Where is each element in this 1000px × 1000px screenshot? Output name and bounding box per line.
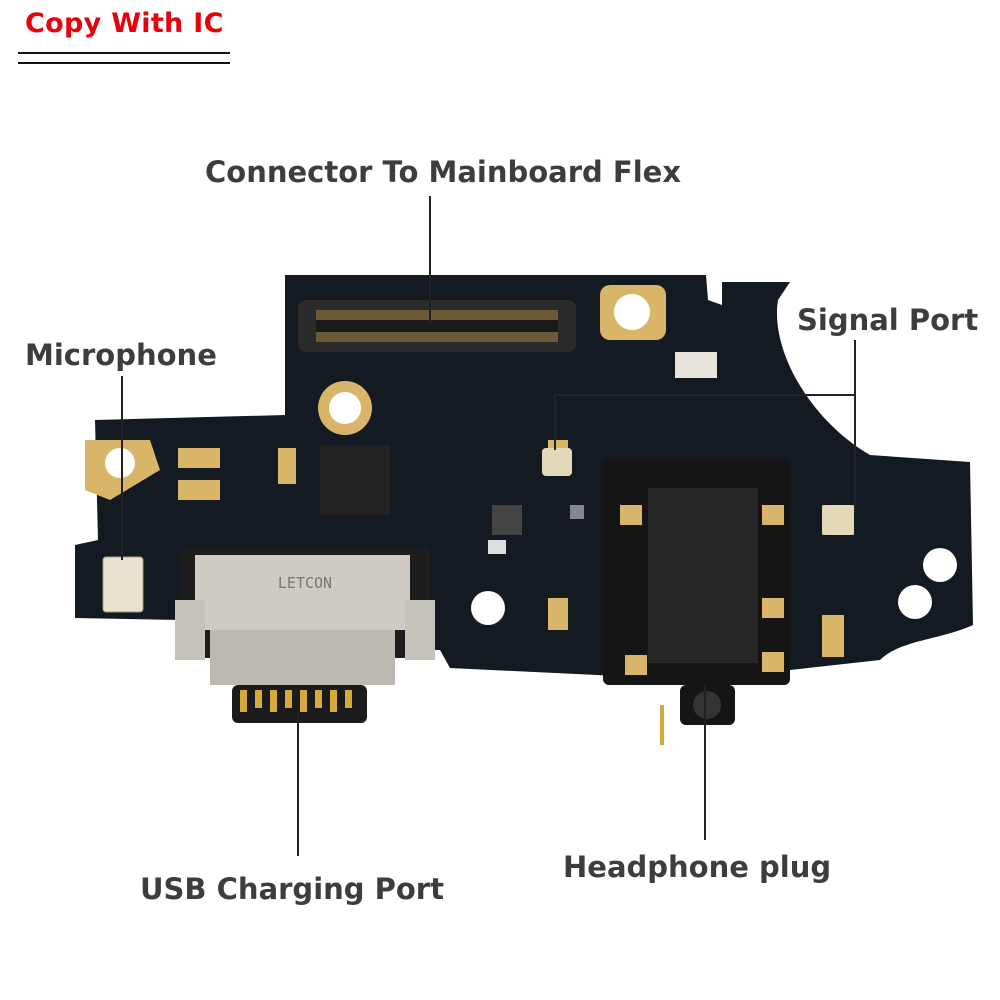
label-usb-charging-port: USB Charging Port bbox=[140, 872, 444, 906]
microphone-component bbox=[102, 556, 144, 613]
label-connector-to-mainboard-flex: Connector To Mainboard Flex bbox=[205, 155, 682, 189]
signal-port-connector-1 bbox=[542, 448, 572, 476]
leader-lines bbox=[121, 196, 856, 856]
signal-port-connector-2 bbox=[822, 505, 854, 535]
mainboard-flex-connector bbox=[298, 300, 576, 352]
badge-underline-2 bbox=[18, 62, 230, 64]
label-microphone: Microphone bbox=[25, 338, 217, 372]
label-headphone-plug: Headphone plug bbox=[563, 850, 832, 884]
usb-brand-mark: LETCON bbox=[278, 574, 332, 592]
mounting-holes bbox=[85, 285, 957, 625]
headphone-jack bbox=[603, 460, 790, 745]
copy-with-ic-badge: Copy With IC bbox=[25, 8, 224, 39]
ic-chip-area bbox=[320, 445, 584, 554]
label-signal-port: Signal Port bbox=[797, 303, 979, 337]
badge-underline-1 bbox=[18, 52, 230, 54]
usb-charging-port: LETCON bbox=[175, 548, 435, 723]
